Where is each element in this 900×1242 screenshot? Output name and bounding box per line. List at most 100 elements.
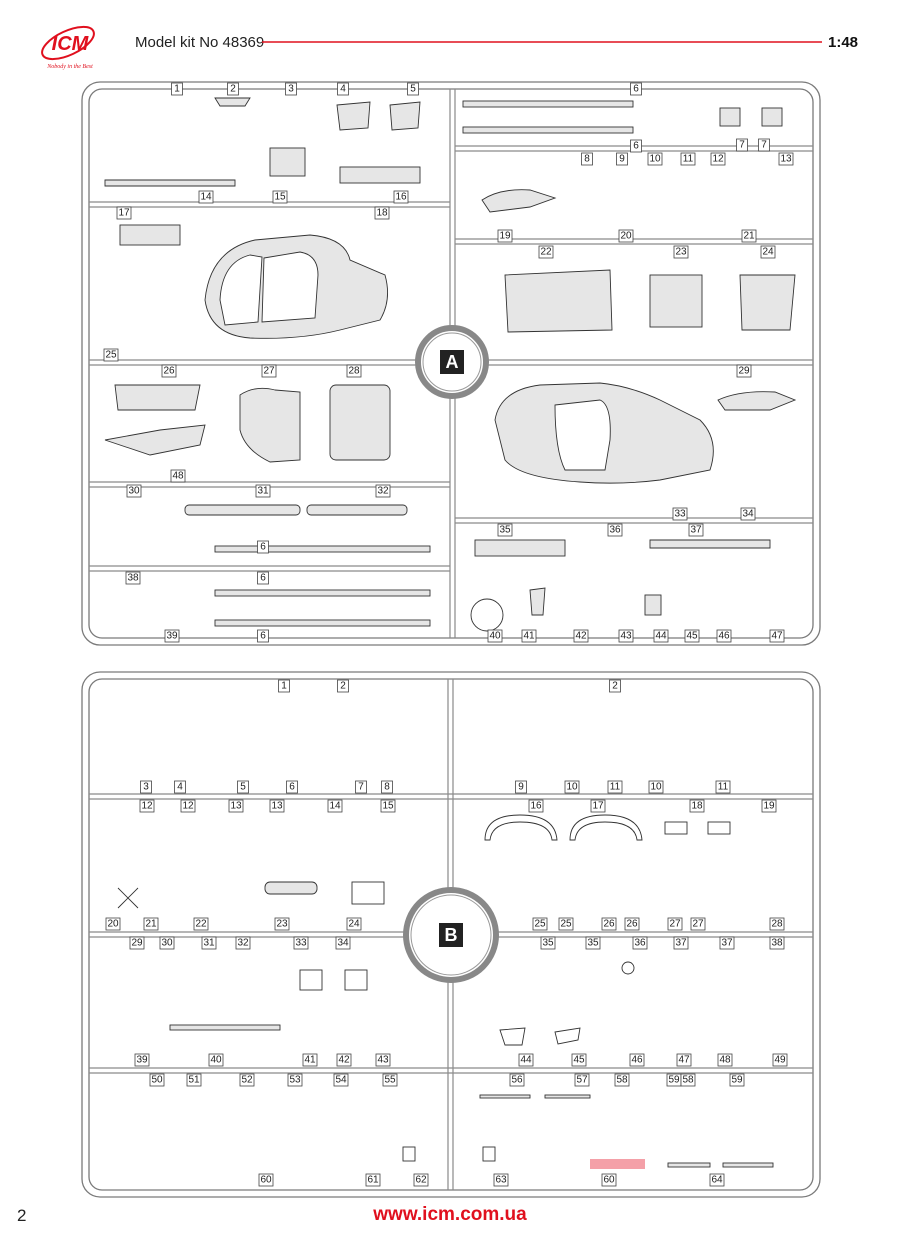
part-number-label: 32 <box>375 484 391 498</box>
part-number-box <box>521 629 537 643</box>
part-22 <box>504 269 613 333</box>
part-number-label: 60 <box>601 1173 617 1187</box>
part-number-label: 9 <box>515 780 527 794</box>
part-number-box <box>581 152 593 166</box>
part-number-box <box>208 1053 224 1067</box>
part-number-label: 8 <box>381 780 393 794</box>
part-number: 31 <box>203 938 215 949</box>
part-number-box <box>278 679 290 693</box>
part-number-box <box>518 1053 534 1067</box>
part-number: 50 <box>151 1075 163 1086</box>
part-number-label: 7 <box>758 138 770 152</box>
part-number-label: 17 <box>590 799 606 813</box>
scale-label: 1:48 <box>828 34 858 51</box>
part-number-box <box>729 1073 745 1087</box>
part-number-box <box>647 152 663 166</box>
part-number-label: 63 <box>493 1173 509 1187</box>
part-number-label: 42 <box>336 1053 352 1067</box>
part-17 <box>119 224 181 246</box>
part-number-box <box>380 799 396 813</box>
part-number-box <box>673 936 689 950</box>
part-number-label: 41 <box>521 629 537 643</box>
sprue-a-letter-box <box>440 350 464 374</box>
part-number: 39 <box>136 1055 148 1066</box>
part-number: 10 <box>566 782 578 793</box>
part-number: 40 <box>489 631 501 642</box>
part-number: 30 <box>161 938 173 949</box>
part-number: 38 <box>771 938 783 949</box>
part-number-box <box>653 629 669 643</box>
part-number-box <box>105 917 121 931</box>
part-number: 36 <box>609 525 621 536</box>
part-number-box <box>164 629 180 643</box>
part-number: 49 <box>774 1055 786 1066</box>
part-number-box <box>688 523 704 537</box>
part-number-label: 10 <box>648 780 664 794</box>
part-number-label: 10 <box>647 152 663 166</box>
part-number: 64 <box>711 1175 723 1186</box>
part-number-label: 12 <box>180 799 196 813</box>
part-7a <box>719 107 741 127</box>
highlighted-part-60 <box>590 1159 645 1169</box>
part-number-box <box>274 917 290 931</box>
part-number-box <box>618 629 634 643</box>
part-number: 12 <box>712 154 724 165</box>
part-number: 45 <box>686 631 698 642</box>
part-number-box <box>335 936 351 950</box>
part-number-label: 47 <box>676 1053 692 1067</box>
part-number-label: 12 <box>139 799 155 813</box>
part-number-box <box>381 780 393 794</box>
part-number-label: 11 <box>607 780 623 794</box>
part-number: 13 <box>230 801 242 812</box>
part-number-box <box>180 799 196 813</box>
part-number-label: 6 <box>257 629 269 643</box>
part-number-label: 6 <box>630 82 642 96</box>
part-64a <box>667 1162 711 1168</box>
part-number: 24 <box>348 919 360 930</box>
part-number-box <box>170 469 186 483</box>
part-number: 9 <box>619 154 625 165</box>
part-number: 34 <box>337 938 349 949</box>
part-number-label: 22 <box>193 917 209 931</box>
website-link[interactable]: www.icm.com.ua <box>372 1204 527 1225</box>
part-16 <box>339 166 421 184</box>
part-40 <box>470 598 504 632</box>
svg-text:ICM: ICM <box>52 33 90 55</box>
part-number: 59 <box>668 1075 680 1086</box>
part-number-box <box>198 190 214 204</box>
part-number: 17 <box>592 801 604 812</box>
part-number: 39 <box>166 631 178 642</box>
part-number: 35 <box>587 938 599 949</box>
part-34 <box>344 969 368 991</box>
part-number-label: 3 <box>285 82 297 96</box>
page-number: 2 <box>17 1206 26 1225</box>
part-number-label: 40 <box>208 1053 224 1067</box>
sprue-b-parts <box>117 814 774 1169</box>
part-number: 29 <box>131 938 143 949</box>
part-37 <box>649 539 771 549</box>
part-number-label: 47 <box>769 629 785 643</box>
part-18b <box>707 821 731 835</box>
part-number-box <box>116 206 132 220</box>
part-number-label: 13 <box>269 799 285 813</box>
part-number: 27 <box>263 366 275 377</box>
part-number: 57 <box>576 1075 588 1086</box>
part-7b <box>761 107 783 127</box>
part-number-box <box>761 799 777 813</box>
part-number: 6 <box>260 631 266 642</box>
part-number-label: 15 <box>272 190 288 204</box>
part-number-label: 6 <box>630 139 642 153</box>
part-number-label: 37 <box>719 936 735 950</box>
part-number: 8 <box>384 782 390 793</box>
part-number-label: 7 <box>355 780 367 794</box>
part-number-box <box>673 245 689 259</box>
part-number-label: 22 <box>538 245 554 259</box>
sprue-a-letter: A <box>446 352 459 372</box>
part-number-box <box>769 629 785 643</box>
part-number-label: 45 <box>571 1053 587 1067</box>
part-number-box <box>143 917 159 931</box>
part-63 <box>482 1146 496 1162</box>
part-number-label: 11 <box>680 152 696 166</box>
part-number: 48 <box>172 471 184 482</box>
part-number: 26 <box>163 366 175 377</box>
